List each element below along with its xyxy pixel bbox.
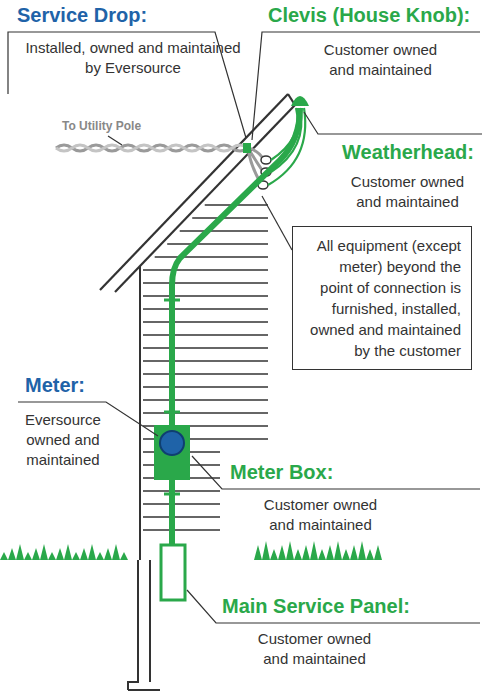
service-drop-wire xyxy=(56,145,264,182)
callout-text: Customer owned and maintained xyxy=(252,629,377,669)
callout-text: Customer owned and maintained xyxy=(258,495,383,535)
callout-heading: Weatherhead: xyxy=(342,140,474,164)
callout-text: Eversource owned and maintained xyxy=(25,410,101,470)
meter xyxy=(160,431,184,455)
callout-heading: Clevis (House Knob): xyxy=(268,3,470,27)
callout-heading: Meter: xyxy=(25,373,85,397)
callout-heading: Meter Box: xyxy=(230,460,333,484)
callout-text: Customer owned and maintained xyxy=(318,40,443,80)
clevis xyxy=(243,143,251,153)
service-conduit xyxy=(172,108,300,428)
leader-lines xyxy=(8,32,482,623)
direction-label: To Utility Pole xyxy=(62,119,141,134)
callout-text: Customer owned and maintained xyxy=(345,172,470,212)
weatherhead xyxy=(291,96,309,106)
callout-heading: Main Service Panel: xyxy=(222,594,410,618)
note-box: All equipment (except meter) beyond the … xyxy=(292,226,472,370)
callout-heading: Service Drop: xyxy=(17,3,147,27)
main-service-panel xyxy=(161,545,185,600)
callout-text: Installed, owned and maintained by Evers… xyxy=(18,38,248,78)
conduit-lower xyxy=(169,480,175,545)
note-text: All equipment (except meter) beyond the … xyxy=(303,235,461,361)
meter-box xyxy=(154,425,190,480)
